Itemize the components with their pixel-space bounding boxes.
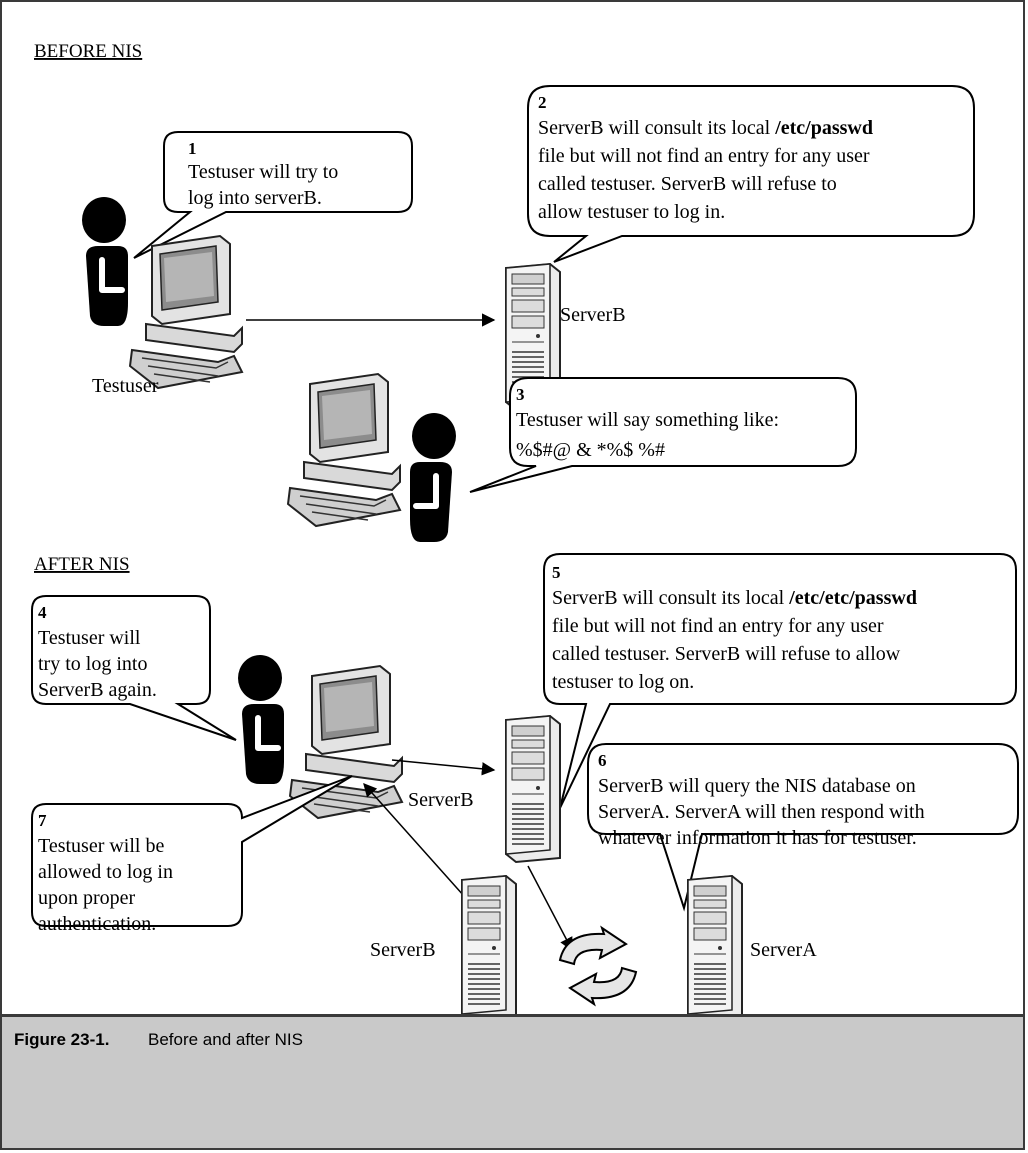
serverB-bottom-label: ServerB: [370, 939, 436, 961]
login-again-arrow: [391, 759, 496, 776]
user-icon: [238, 655, 284, 784]
callout-4-number: 4: [38, 603, 47, 622]
workstation-icon: [287, 373, 401, 527]
callout-7-line-2: allowed to log in: [38, 861, 173, 883]
serverB-middle-label: ServerB: [408, 789, 474, 811]
callout-5: 5 ServerB will consult its local /etc/et…: [543, 553, 1017, 809]
testuser-label: Testuser: [92, 375, 159, 397]
callout-3-line-1: Testuser will say something like:: [516, 409, 779, 431]
diagram-canvas: BEFORE NIS AFTER NIS 1 Testuser will try…: [31, 41, 1019, 1016]
callout-2-line-1: ServerB will consult its local /etc/pass…: [538, 117, 873, 139]
callout-7-line-4: authentication.: [38, 913, 156, 935]
sync-icon: [558, 925, 638, 1007]
callout-3-line-2: %$#@ & *%$ %#: [516, 439, 665, 461]
callout-7-line-3: upon proper: [38, 887, 136, 909]
serverB-top-label: ServerB: [560, 304, 626, 326]
callout-4-line-3: ServerB again.: [38, 679, 157, 701]
figure-caption: Before and after NIS: [148, 1030, 303, 1049]
callout-6-line-3: whatever information it has for testuser…: [598, 827, 917, 849]
server-icon: [461, 875, 517, 1016]
after-nis-heading: AFTER NIS: [34, 554, 130, 575]
callout-6-line-2: ServerA. ServerA will then respond with: [598, 801, 925, 823]
callout-1-line-1: Testuser will try to: [188, 161, 338, 183]
callout-2-line-3: called testuser. ServerB will refuse to: [538, 173, 837, 195]
callout-3: 3 Testuser will say something like: %$#@…: [469, 377, 857, 493]
figure-caption-bar: Figure 23-1. Before and after NIS: [2, 1014, 1023, 1148]
serverA-label: ServerA: [750, 939, 817, 961]
callout-7: 7 Testuser will be allowed to log in upo…: [31, 775, 353, 935]
user-icon: [410, 413, 456, 542]
callout-5-line-1: ServerB will consult its local /etc/etc/…: [552, 587, 917, 609]
callout-2-line-2: file but will not find an entry for any …: [538, 145, 870, 167]
callout-5-line-3: called testuser. ServerB will refuse to …: [552, 643, 901, 665]
callout-3-number: 3: [516, 385, 525, 404]
callout-1: 1 Testuser will try to log into serverB.: [133, 131, 413, 259]
callout-1-line-2: log into serverB.: [188, 187, 322, 209]
callout-4-line-1: Testuser will: [38, 627, 141, 649]
callout-4-line-2: try to log into: [38, 653, 147, 675]
callout-7-number: 7: [38, 811, 47, 830]
server-icon: [505, 715, 561, 863]
user-icon: [82, 197, 128, 326]
response-arrow: [363, 782, 465, 897]
callout-5-number: 5: [552, 563, 561, 582]
callout-2: 2 ServerB will consult its local /etc/pa…: [527, 85, 975, 263]
callout-6-line-1: ServerB will query the NIS database on: [598, 775, 916, 797]
callout-1-number: 1: [188, 139, 197, 158]
callout-5-line-2: file but will not find an entry for any …: [552, 615, 884, 637]
workstation-icon: [129, 235, 243, 389]
figure-number: Figure 23-1.: [14, 1030, 110, 1049]
callout-5-line-4: testuser to log on.: [552, 671, 694, 693]
server-icon: [687, 875, 743, 1016]
callout-4: 4 Testuser will try to log into ServerB …: [31, 595, 237, 741]
callout-2-line-4: allow testuser to log in.: [538, 201, 725, 223]
callout-6-number: 6: [598, 751, 607, 770]
before-nis-heading: BEFORE NIS: [34, 41, 142, 62]
callout-7-line-1: Testuser will be: [38, 835, 164, 857]
query-arrow: [527, 865, 573, 952]
callout-2-number: 2: [538, 93, 547, 112]
callout-6: 6 ServerB will query the NIS database on…: [587, 743, 1019, 912]
